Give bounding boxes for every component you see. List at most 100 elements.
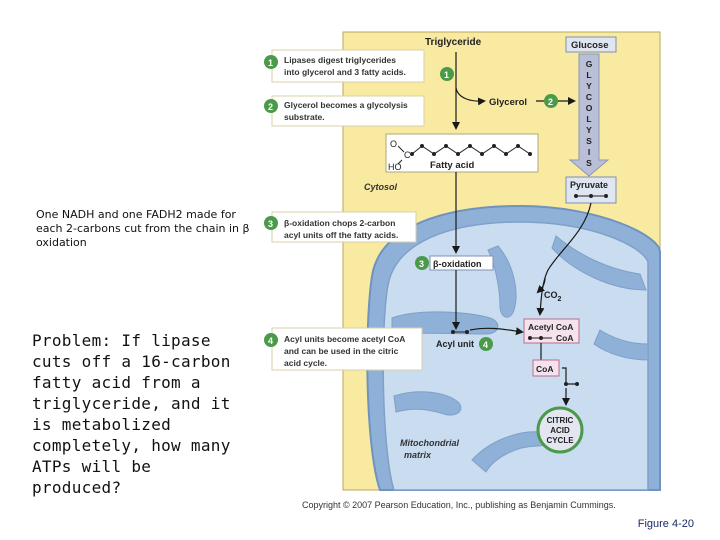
step-3-number: 3 bbox=[268, 219, 273, 229]
glycerol-label: Glycerol bbox=[489, 97, 527, 108]
acyl-unit-label: Acyl unit bbox=[436, 339, 474, 349]
step-4-text: acid cycle. bbox=[284, 358, 327, 368]
fatty-acid-carbon bbox=[480, 152, 484, 156]
fatty-acid-ho: HO bbox=[388, 162, 402, 172]
co2-label: CO2 bbox=[544, 290, 562, 303]
step-2-number: 2 bbox=[268, 102, 273, 112]
pyruvate-carbon bbox=[589, 194, 593, 198]
beta-oxidation-box bbox=[429, 255, 494, 271]
citric-acid-cycle-label: CITRIC bbox=[547, 416, 574, 425]
glycolysis-letter: S bbox=[586, 158, 592, 168]
fatty-acid-carbon bbox=[492, 144, 496, 148]
glucose-label: Glucose bbox=[571, 40, 609, 51]
fatty-acid-carbon bbox=[528, 152, 532, 156]
inline-step-2-badge bbox=[544, 94, 558, 108]
step-1-number: 1 bbox=[268, 58, 273, 68]
glycolysis-letter: G bbox=[586, 59, 593, 69]
step-2-text: Glycerol becomes a glycolysis bbox=[284, 100, 408, 110]
inline-step-2-number: 2 bbox=[548, 97, 553, 107]
step-3-text: β-oxidation chops 2-carbon bbox=[284, 218, 395, 228]
fatty-acid-carbon bbox=[410, 152, 414, 156]
fatty-acid-c: C bbox=[404, 150, 411, 160]
fatty-acid-carbon bbox=[432, 152, 436, 156]
coa-release-line bbox=[562, 367, 576, 385]
co2-release-arrow bbox=[536, 277, 546, 294]
step-2-text: substrate. bbox=[284, 112, 325, 122]
glycolysis-letter: I bbox=[588, 147, 590, 157]
to-glycerol-arrow bbox=[455, 87, 486, 106]
glycolysis-letter: S bbox=[586, 136, 592, 146]
glycolysis-arrow bbox=[568, 53, 610, 177]
step-4-number: 4 bbox=[268, 336, 273, 346]
glycolysis-letter: C bbox=[586, 92, 592, 102]
pyruvate-carbon bbox=[574, 194, 578, 198]
fatty-acid-carbon bbox=[456, 152, 460, 156]
beta-oxidation-label: β-oxidation bbox=[433, 259, 482, 269]
citric-acid-cycle-label: ACID bbox=[550, 426, 570, 435]
pyruvate-box bbox=[565, 176, 617, 204]
problem-statement: Problem: If lipase cuts off a 16-carbon … bbox=[32, 331, 231, 497]
coa-box bbox=[532, 359, 560, 377]
fatty-acid-label: Fatty acid bbox=[430, 160, 475, 171]
acetyl-carbon bbox=[539, 336, 543, 340]
inline-step-1-number: 1 bbox=[444, 70, 449, 80]
inline-step-4-badge bbox=[479, 337, 493, 351]
step-1-callout: 1 Lipases digest triglycerides into glyc… bbox=[264, 49, 425, 83]
step-2-callout: 2 Glycerol becomes a glycolysis substrat… bbox=[264, 95, 425, 127]
step-1-badge bbox=[264, 55, 278, 69]
glycolysis-letter: Y bbox=[586, 81, 592, 91]
acetyl-carbon bbox=[575, 382, 579, 386]
fatty-acid-carbon bbox=[516, 144, 520, 148]
fatty-acid-o: O bbox=[390, 139, 397, 149]
step-4-callout: 4 Acyl units become acetyl CoA and can b… bbox=[264, 327, 423, 371]
fatty-acid-carbons bbox=[410, 144, 532, 156]
acetyl-coa-label: Acetyl CoA bbox=[528, 322, 573, 332]
copyright-notice: Copyright © 2007 Pearson Education, Inc.… bbox=[302, 500, 616, 510]
figure-label: Figure 4-20 bbox=[637, 518, 694, 530]
fatty-acid-carbon bbox=[504, 152, 508, 156]
acetyl-coa-box bbox=[523, 318, 580, 344]
mitochondrial-matrix-label: matrix bbox=[404, 450, 432, 460]
triglyceride-label: Triglyceride bbox=[425, 37, 482, 48]
step-3-text: acyl units off the fatty acids. bbox=[284, 230, 398, 240]
inline-step-3-badge bbox=[415, 256, 429, 270]
fatty-acid-bond bbox=[397, 159, 403, 165]
citric-acid-cycle-label: CYCLE bbox=[546, 436, 574, 445]
fatty-acid-bond bbox=[397, 145, 405, 153]
fatty-acid-carbon bbox=[444, 144, 448, 148]
pyruvate-to-acetyl-coa-arrow bbox=[536, 202, 592, 316]
step-4-badge bbox=[264, 333, 278, 347]
step-1-text: into glycerol and 3 fatty acids. bbox=[284, 67, 406, 77]
step-4-text: and can be used in the citric bbox=[284, 346, 399, 356]
inline-step-3-number: 3 bbox=[419, 259, 424, 269]
acyl-carbon bbox=[451, 330, 455, 334]
step-3-callout: 3 β-oxidation chops 2-carbon acyl units … bbox=[264, 211, 417, 243]
inline-step-1-badge bbox=[440, 67, 454, 81]
beta-oxidation-note: One NADH and one FADH2 made for each 2-c… bbox=[36, 208, 250, 249]
citric-acid-cycle-circle bbox=[536, 406, 584, 454]
pyruvate-carbon bbox=[604, 194, 608, 198]
step-1-text: Lipases digest triglycerides bbox=[284, 55, 396, 65]
glucose-box bbox=[565, 36, 617, 53]
acetyl-coa-part: CoA bbox=[556, 333, 573, 343]
acetyl-carbon bbox=[528, 336, 532, 340]
step-4-text: Acyl units become acetyl CoA bbox=[284, 334, 405, 344]
pyruvate-label: Pyruvate bbox=[570, 180, 608, 190]
glycolysis-letter: L bbox=[586, 70, 591, 80]
step-3-badge bbox=[264, 216, 278, 230]
acyl-carbon bbox=[465, 330, 469, 334]
coa-label: CoA bbox=[536, 364, 553, 374]
glycolysis-letter: Y bbox=[586, 125, 592, 135]
inline-step-4-number: 4 bbox=[483, 340, 488, 350]
fatty-acid-carbon bbox=[468, 144, 472, 148]
acyl-to-acetyl-coa-arrow bbox=[469, 327, 524, 336]
step-2-badge bbox=[264, 99, 278, 113]
fatty-acid-carbon bbox=[420, 144, 424, 148]
glycolysis-letter: O bbox=[586, 103, 593, 113]
acetyl-carbon bbox=[564, 382, 568, 386]
glycolysis-letter: L bbox=[586, 114, 591, 124]
cytosol-label: Cytosol bbox=[364, 182, 398, 192]
mitochondrial-matrix-label: Mitochondrial bbox=[400, 438, 459, 448]
